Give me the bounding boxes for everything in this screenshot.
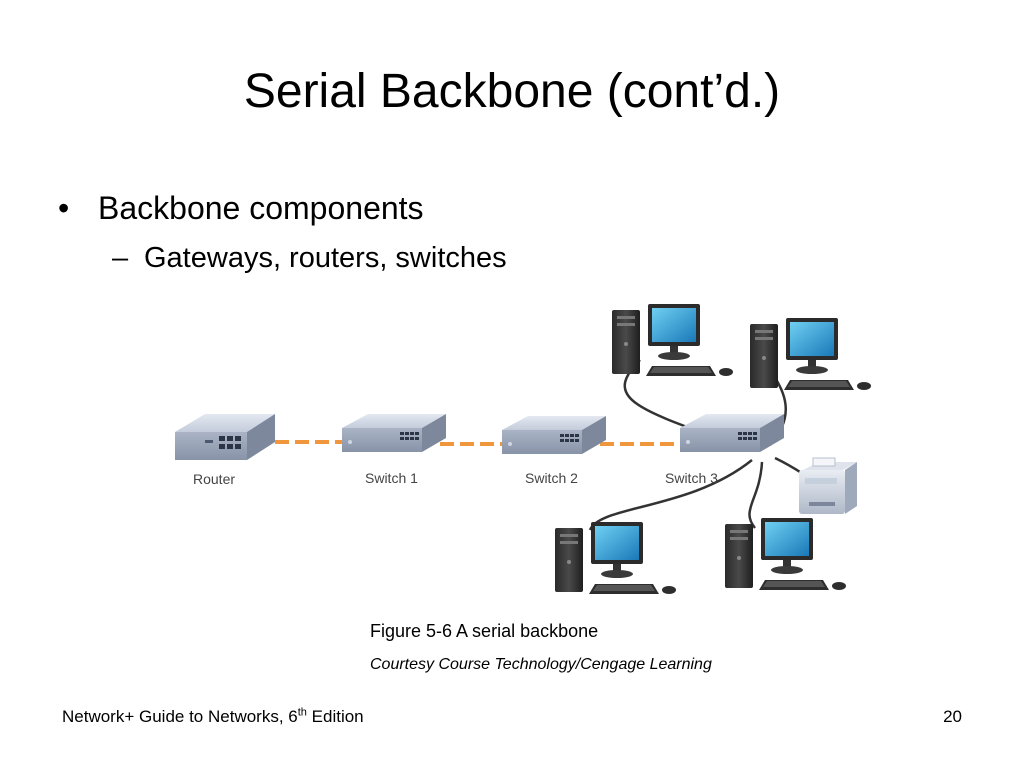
serial-backbone-diagram: Router Switch 1 Switch 2 Switch 3 — [175, 304, 871, 594]
figure-credit: Courtesy Course Technology/Cengage Learn… — [370, 656, 712, 673]
switch-1-label: Switch 1 — [365, 470, 418, 486]
workstation-icon — [750, 318, 871, 390]
footer-book-suffix: Edition — [306, 707, 364, 726]
switch-2-label: Switch 2 — [525, 470, 578, 486]
workstation-icon — [725, 518, 846, 590]
router-icon — [175, 414, 275, 460]
footer-book-prefix: Network+ Guide to Networks, 6 — [62, 707, 298, 726]
switch-2-icon — [502, 416, 606, 454]
sub-bullet-text: Gateways, routers, switches — [144, 242, 507, 274]
bullet-item: • Backbone components — [58, 186, 424, 230]
slide-title: Serial Backbone (cont’d.) — [243, 65, 781, 118]
page-number: 20 — [943, 707, 962, 726]
footer-book-title: Network+ Guide to Networks, 6th Edition — [62, 706, 364, 728]
workstation-icon — [555, 522, 676, 594]
sub-bullet-item: –Gateways, routers, switches — [112, 238, 507, 278]
bullet-glyph: • — [58, 190, 70, 226]
switch-3-label: Switch 3 — [665, 470, 718, 486]
sub-bullet-glyph: – — [112, 242, 129, 274]
figure-caption: Figure 5-6 A serial backbone — [370, 621, 599, 641]
switch-3-icon — [680, 414, 784, 452]
footer-book-sup: th — [297, 706, 307, 719]
switch-1-icon — [342, 414, 446, 452]
printer-icon — [799, 457, 857, 514]
router-label: Router — [193, 471, 235, 487]
bullet-text: Backbone components — [98, 190, 424, 226]
workstation-icon — [612, 304, 733, 376]
backbone-links — [275, 440, 682, 446]
